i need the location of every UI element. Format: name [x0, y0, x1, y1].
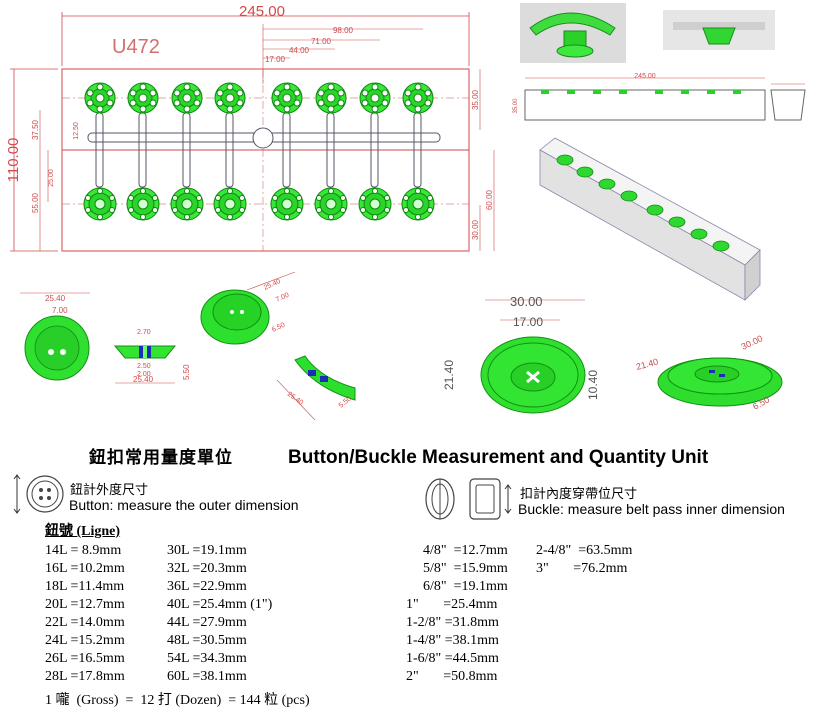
oval-height-label: 21.40 [442, 360, 456, 390]
buckle-measure-icon [425, 478, 512, 520]
side-height-label: 5.50 [182, 364, 191, 380]
mold-buttons-bottom [83, 187, 435, 221]
oval-width-label: 30.00 [510, 294, 543, 309]
iso-dim-b: 7.00 [275, 292, 290, 304]
button-info-chinese: 鈕計外度尺寸 [70, 482, 149, 497]
buckle-info-chinese: 扣計內度穿帶位尺寸 [520, 486, 638, 501]
overall-height-label: 110.00 [5, 138, 22, 183]
bar-isometric [539, 137, 761, 301]
side-dim-b: 2.50 [137, 363, 151, 370]
dim-98: 98.00 [333, 26, 354, 35]
model-label: U472 [112, 36, 160, 58]
oval-inner-height-label: 10.40 [586, 370, 600, 400]
button-info-english: Button: measure the outer dimension [69, 497, 299, 513]
button-detail-views: 25.40 7.00 2.70 2.50 2.00 25.40 5.50 25.… [20, 271, 356, 421]
inch-row: 6/8" =19.1mm [423, 579, 508, 594]
sprue [252, 127, 274, 149]
mold-buttons-top [84, 82, 434, 114]
side-dim-c: 2.00 [137, 371, 151, 378]
dim-17: 17.00 [265, 55, 286, 64]
dim-30: 30.00 [471, 219, 480, 240]
inch-row: 1-6/8" =44.5mm [406, 651, 499, 666]
front-diameter-label: 25.40 [45, 294, 66, 303]
ligne-row: 30L =19.1mm [167, 543, 247, 558]
ligne-row: 14L = 8.9mm [45, 543, 122, 558]
ligne-row: 18L =11.4mm [45, 579, 125, 594]
title-chinese: 鈕扣常用量度單位 [89, 448, 233, 467]
inch-row: 2" =50.8mm [406, 669, 498, 684]
ligne-row: 24L =15.2mm [45, 633, 125, 648]
ligne-row: 44L =27.9mm [167, 615, 247, 630]
dim-55: 55.00 [31, 192, 40, 213]
side-width-label: 25.40 [133, 375, 154, 384]
inch-row: 1-4/8" =38.1mm [406, 633, 499, 648]
ligne-row: 16L =10.2mm [45, 561, 125, 576]
buckle-info-english: Buckle: measure belt pass inner dimensio… [518, 501, 785, 517]
dim-44: 44.00 [289, 46, 310, 55]
inch-row: 3" =76.2mm [536, 561, 628, 576]
ligne-row: 48L =30.5mm [167, 633, 247, 648]
oval-inner-label: 17.00 [513, 315, 543, 329]
dim-37-5: 37.50 [31, 119, 40, 140]
cut-dim-a: 25.40 [286, 391, 304, 407]
bar-height-label: 35.00 [513, 98, 519, 114]
thumb-3d-flat [663, 10, 775, 50]
mold-drawing: 245.00 110.00 U472 98.00 71.00 44.00 17.… [5, 3, 495, 252]
inch-row: 1" =25.4mm [406, 597, 498, 612]
ligne-row: 22L =14.0mm [45, 615, 125, 630]
oval-iso-dim-b: 30.00 [740, 333, 765, 352]
ligne-row: 36L =22.9mm [167, 579, 247, 594]
oval-iso-dim-a: 21.40 [635, 356, 659, 371]
dim-60: 60.00 [485, 189, 494, 210]
ligne-row: 20L =12.7mm [45, 597, 125, 612]
inch-row: 1-2/8" =31.8mm [406, 615, 499, 630]
inch-row: 2-4/8" =63.5mm [536, 543, 633, 558]
mold-outline [61, 68, 470, 252]
ligne-row: 28L =17.8mm [45, 669, 125, 684]
iso-dim-c: 6.50 [271, 322, 286, 334]
bar-elevation: 245.00 35.00 [513, 73, 806, 121]
iso-dim-a: 25.40 [263, 278, 282, 292]
front-hole-spacing-label: 7.00 [52, 306, 68, 315]
button-measure-icon [13, 474, 64, 514]
overall-width-label: 245.00 [239, 3, 285, 20]
oval-button-views: 30.00 17.00 21.40 10.40 21.40 30.00 6.50 [442, 294, 783, 414]
inch-row: 5/8" =15.9mm [423, 561, 508, 576]
ligne-row: 26L =16.5mm [45, 651, 125, 666]
ligne-row: 60L =38.1mm [167, 669, 247, 684]
dim-12-5: 12.50 [73, 122, 80, 140]
ligne-row: 40L =25.4mm (1") [167, 597, 273, 612]
dim-35: 35.00 [471, 89, 480, 110]
title-english: Button/Buckle Measurement and Quantity U… [288, 447, 709, 468]
inch-row: 4/8" =12.7mm [423, 543, 508, 558]
dim-25: 25.00 [48, 169, 55, 187]
ligne-row: 32L =20.3mm [167, 561, 247, 576]
gross-conversion: 1 嚨 (Gross) = 12 打 (Dozen) = 144 粒 (pcs) [45, 693, 310, 708]
ligne-header: 鈕號 (Ligne) [45, 524, 121, 539]
dim-71: 71.00 [311, 37, 332, 46]
thumb-3d-gate [520, 3, 626, 63]
side-dim-a: 2.70 [137, 329, 151, 336]
bar-length-label: 245.00 [634, 73, 656, 80]
ligne-row: 54L =34.3mm [167, 651, 247, 666]
